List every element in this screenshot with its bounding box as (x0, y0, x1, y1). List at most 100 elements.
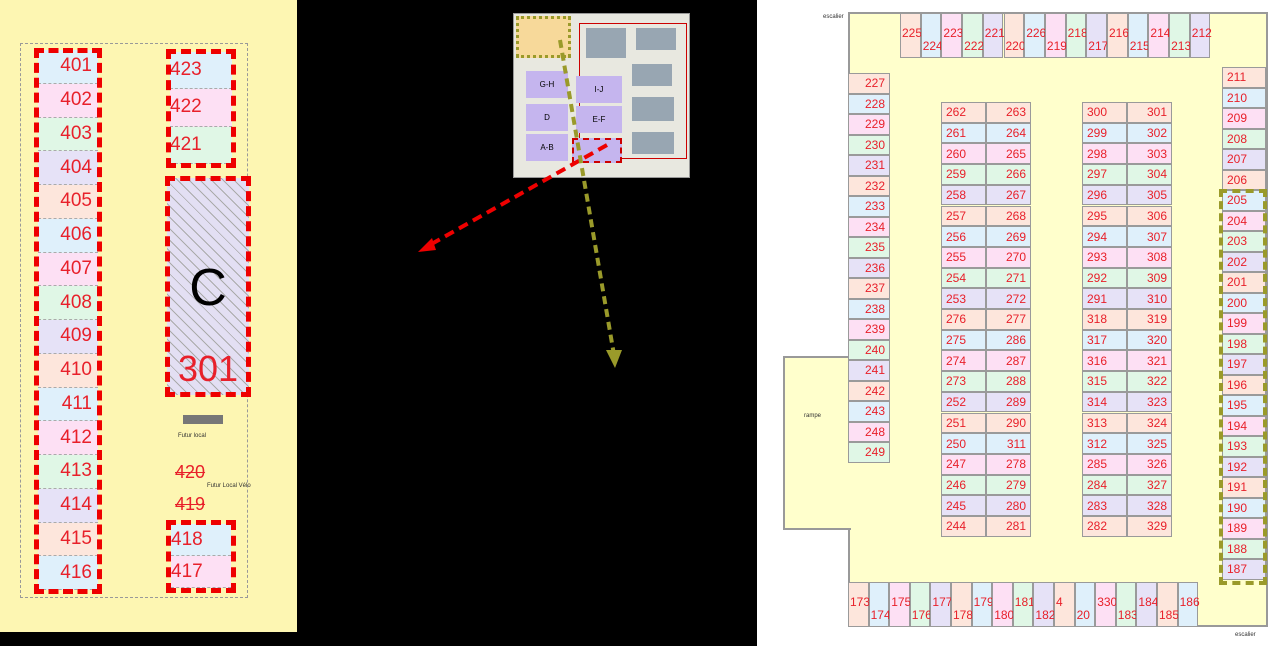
lot-cell[interactable]: 175 (889, 582, 911, 627)
lot-cell[interactable]: 186 (1177, 582, 1200, 627)
lot-cell[interactable]: 294 (1082, 226, 1127, 247)
lot-cell[interactable]: 284 (1082, 474, 1127, 496)
lot-cell[interactable]: 20 (1074, 582, 1096, 627)
lot-cell[interactable]: 218 (1065, 13, 1088, 58)
lot-cell[interactable]: 289 (986, 391, 1031, 413)
lot-cell[interactable]: 184 (1136, 582, 1158, 627)
lot-cell[interactable]: 262 (941, 102, 986, 123)
lot-cell[interactable]: 280 (986, 495, 1031, 516)
lot-cell[interactable]: 247 (941, 453, 986, 475)
lot-cell[interactable]: 418 (171, 524, 231, 556)
lot-cell[interactable]: 318 (1082, 309, 1127, 330)
lot-cell[interactable]: 407 (38, 252, 98, 287)
lot-cell[interactable]: 291 (1082, 288, 1127, 309)
lot-cell[interactable]: 217 (1086, 13, 1108, 58)
lot-cell[interactable]: 269 (986, 226, 1031, 247)
lot-cell[interactable]: 274 (941, 350, 986, 372)
lot-cell[interactable]: 206 (1222, 169, 1266, 190)
lot-cell[interactable]: 306 (1127, 205, 1172, 227)
lot-cell[interactable]: 268 (986, 205, 1031, 227)
lot-cell[interactable]: 325 (1127, 433, 1172, 454)
lot-cell[interactable]: 224 (920, 13, 943, 58)
lot-cell[interactable]: 319 (1127, 309, 1172, 330)
lot-cell[interactable]: 414 (38, 488, 98, 523)
lot-cell[interactable]: 248 (848, 421, 890, 442)
lot-cell[interactable]: 412 (38, 421, 98, 455)
lot-cell[interactable]: 257 (941, 205, 986, 227)
lot-cell[interactable]: 313 (1082, 412, 1127, 434)
lot-cell[interactable]: 403 (38, 117, 98, 152)
lot-cell[interactable]: 290 (986, 412, 1031, 434)
site-minimap[interactable]: G-H I-J D E-F A-B (513, 13, 690, 178)
lot-cell[interactable]: 232 (848, 175, 890, 196)
lot-cell[interactable]: 242 (848, 380, 890, 401)
lot-cell[interactable]: 231 (848, 155, 890, 176)
lot-cell[interactable]: 299 (1082, 122, 1127, 144)
lot-cell[interactable]: 245 (941, 495, 986, 516)
lot-cell[interactable]: 309 (1127, 267, 1172, 289)
lot-cell[interactable]: 228 (848, 93, 890, 114)
block-i-j[interactable]: I-J (576, 76, 622, 103)
lot-cell[interactable]: 276 (941, 309, 986, 330)
lot-cell[interactable]: 310 (1127, 288, 1172, 309)
lot-cell[interactable]: 255 (941, 246, 986, 268)
lot-cell[interactable]: 277 (986, 309, 1031, 330)
lot-cell[interactable]: 328 (1127, 495, 1172, 516)
lot-cell[interactable]: 249 (848, 442, 890, 463)
lot-cell[interactable]: 286 (986, 329, 1031, 351)
lot-cell[interactable]: 321 (1127, 350, 1172, 372)
lot-cell[interactable]: 229 (848, 114, 890, 135)
lot-cell[interactable]: 220 (1003, 13, 1026, 58)
lot-cell[interactable]: 211 (1222, 67, 1266, 88)
lot-cell[interactable]: 305 (1127, 184, 1172, 206)
block-e-f[interactable]: E-F (576, 106, 622, 133)
lot-cell[interactable]: 205 (1222, 190, 1266, 211)
lot-cell[interactable]: 250 (941, 433, 986, 454)
block-d[interactable]: D (526, 104, 568, 131)
lot-cell[interactable]: 301 (1127, 102, 1172, 123)
lot-cell[interactable]: 263 (986, 102, 1031, 123)
lot-cell[interactable]: 297 (1082, 164, 1127, 185)
lot-cell[interactable]: 326 (1127, 453, 1172, 475)
lot-cell[interactable]: 408 (38, 286, 98, 320)
lot-cell[interactable]: 177 (930, 582, 952, 627)
lot-cell[interactable]: 174 (868, 582, 891, 627)
lot-cell[interactable]: 234 (848, 216, 890, 237)
lot-cell[interactable]: 292 (1082, 267, 1127, 289)
lot-cell[interactable]: 219 (1044, 13, 1067, 58)
lot-cell[interactable]: 324 (1127, 412, 1172, 434)
lot-cell[interactable]: 252 (941, 391, 986, 413)
lot-cell[interactable]: 227 (848, 73, 890, 94)
lot-cell[interactable]: 222 (962, 13, 984, 58)
lot-cell[interactable]: 307 (1127, 226, 1172, 247)
lot-cell[interactable]: 304 (1127, 164, 1172, 185)
lot-cell[interactable]: 320 (1127, 329, 1172, 351)
lot-cell[interactable]: 233 (848, 196, 890, 217)
lot-cell[interactable]: 183 (1115, 582, 1138, 627)
lot-cell[interactable]: 265 (986, 143, 1031, 165)
lot-cell[interactable]: 243 (848, 401, 890, 422)
lot-cell[interactable]: 254 (941, 267, 986, 289)
lot-cell[interactable]: 189 (1222, 518, 1266, 539)
lot-cell[interactable]: 236 (848, 257, 890, 278)
lot-cell[interactable]: 235 (848, 237, 890, 258)
lot-cell[interactable]: 423 (170, 52, 232, 90)
block-a-b[interactable]: A-B (526, 134, 568, 161)
lot-cell[interactable]: 330 (1095, 582, 1117, 627)
lot-cell[interactable]: 193 (1222, 436, 1266, 457)
lot-cell[interactable]: 287 (986, 350, 1031, 372)
lot-cell[interactable]: 253 (941, 288, 986, 309)
lot-cell[interactable]: 298 (1082, 143, 1127, 165)
lot-cell[interactable]: 194 (1222, 415, 1266, 436)
lot-cell[interactable]: 281 (986, 516, 1031, 537)
lot-cell[interactable]: 410 (38, 353, 98, 388)
lot-cell[interactable]: 311 (986, 433, 1031, 454)
lot-cell[interactable]: 322 (1127, 371, 1172, 392)
lot-cell[interactable]: 278 (986, 453, 1031, 475)
lot-cell[interactable]: 402 (38, 83, 98, 118)
lot-cell[interactable]: 221 (982, 13, 1005, 58)
lot-cell[interactable]: 240 (848, 339, 890, 360)
lot-cell[interactable]: 256 (941, 226, 986, 247)
lot-cell[interactable]: 270 (986, 246, 1031, 268)
lot-cell[interactable]: 237 (848, 278, 890, 299)
